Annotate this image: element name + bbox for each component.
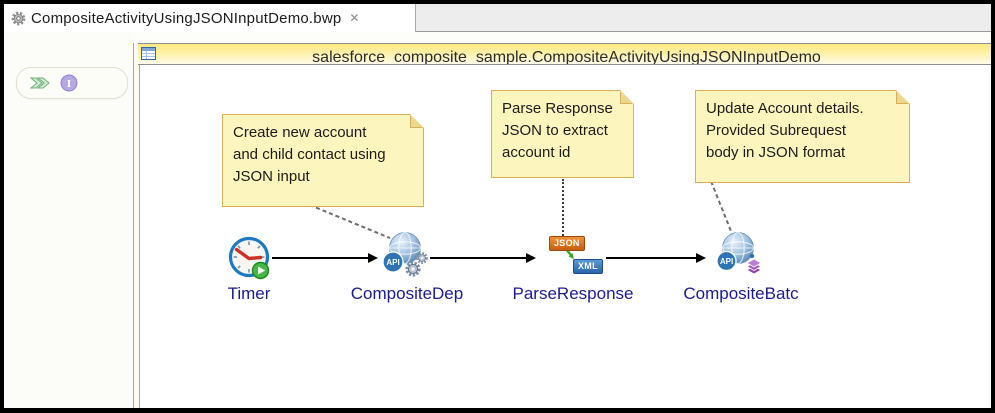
chevron-flag-icon[interactable]: [30, 75, 54, 91]
json-badge[interactable]: JSON: [549, 236, 585, 251]
note-fold-cut: [410, 114, 424, 128]
api-badge-text: API: [386, 258, 399, 267]
transition-parseresponse-compositebatc: [606, 253, 706, 263]
activity-label-compositebatc: CompositeBatc: [683, 284, 799, 303]
transition-timer-compositedep: [272, 253, 378, 263]
note-connector-2: [562, 179, 564, 236]
tab-process-editor[interactable]: CompositeActivityUsingJSONInputDemo.bwp …: [4, 4, 416, 32]
process-header: salesforce_composite_sample.CompositeAct…: [138, 43, 995, 65]
note-fold-cut: [620, 90, 634, 104]
process-frame-border: [133, 43, 140, 408]
sticky-note-update-account[interactable]: Update Account details. Provided Subrequ…: [695, 90, 910, 183]
transition-compositedep-parseresponse: [430, 253, 536, 263]
gear-small-icon: [416, 252, 428, 264]
batch-layers-icon: [746, 258, 762, 275]
note-text: Create new account and child contact usi…: [233, 124, 386, 185]
activity-label-parseresponse: ParseResponse: [512, 284, 634, 303]
info-icon[interactable]: I: [59, 73, 79, 93]
process-qualified-name: salesforce_composite_sample.CompositeAct…: [312, 49, 821, 65]
compositedep-activity-icon[interactable]: API: [379, 229, 429, 281]
note-text: Update Account details. Provided Subrequ…: [706, 100, 864, 161]
process-table-icon: [141, 47, 156, 60]
compositebatc-activity-icon[interactable]: API: [713, 229, 763, 281]
note-fold-cut: [896, 90, 910, 104]
sticky-note-create-account[interactable]: Create new account and child contact usi…: [222, 114, 424, 207]
activity-label-timer: Timer: [227, 284, 271, 303]
sticky-note-parse-response[interactable]: Parse Response JSON to extract account i…: [491, 90, 634, 178]
timer-activity-icon[interactable]: [227, 236, 273, 282]
collapsed-palette[interactable]: I: [16, 67, 128, 99]
tab-title: CompositeActivityUsingJSONInputDemo.bwp: [31, 9, 342, 27]
process-file-gear-icon: [11, 11, 26, 25]
gear-large-icon: [405, 261, 421, 277]
svg-text:I: I: [67, 78, 71, 90]
tab-close-icon[interactable]: ✕: [349, 11, 360, 25]
note-text: Parse Response JSON to extract account i…: [502, 100, 613, 161]
activity-label-compositedep: CompositeDep: [350, 284, 464, 303]
api-badge-text: API: [720, 257, 733, 266]
xml-badge[interactable]: XML: [573, 259, 603, 274]
